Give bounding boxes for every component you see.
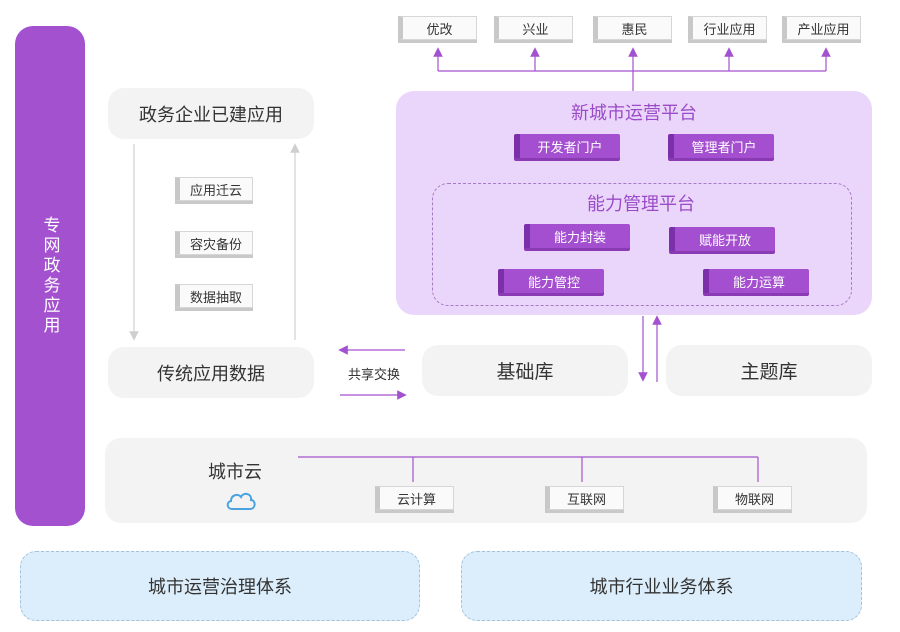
ability-platform-title: 能力管理平台 (587, 194, 695, 215)
exchange-label: 共享交换 (347, 368, 400, 383)
topic-database: 主题库 (666, 345, 872, 396)
empowerment-open: 赋能开放 (669, 227, 775, 251)
ability-control: 能力管控 (498, 269, 604, 293)
developer-portal: 开发者门户 (514, 134, 620, 158)
base-database: 基础库 (422, 345, 628, 396)
industry-business-label: 城市行业业务体系 (589, 577, 734, 598)
city-cloud-title: 城市云 (208, 462, 262, 483)
legacy-data-label: 传统应用数据 (157, 363, 265, 385)
top-tag-industry-app: 行业应用 (688, 16, 767, 40)
top-tag-huimin: 惠民 (593, 16, 672, 40)
step-data-extraction: 数据抽取 (175, 284, 253, 308)
top-tag-xingye: 兴业 (494, 16, 573, 40)
base-db-label: 基础库 (496, 361, 554, 383)
cloud-computing: 云计算 (375, 486, 454, 510)
new-city-platform-title: 新城市运营平台 (571, 103, 697, 124)
ability-encapsulation: 能力封装 (524, 224, 630, 248)
iot: 物联网 (713, 486, 792, 510)
legacy-app-data: 传统应用数据 (108, 347, 314, 398)
governance-label: 城市运营治理体系 (148, 577, 292, 598)
city-industry-business-system: 城市行业业务体系 (461, 551, 862, 621)
side-label: 专网政务应用 (39, 216, 60, 336)
internet: 互联网 (545, 486, 624, 510)
private-network-gov-apps: 专网政务应用 (15, 26, 85, 526)
step-disaster-backup: 容灾备份 (175, 231, 253, 255)
step-app-migration: 应用迁云 (175, 177, 253, 201)
ability-computing: 能力运算 (703, 269, 809, 293)
topic-db-label: 主题库 (740, 361, 798, 383)
city-operation-governance-system: 城市运营治理体系 (20, 551, 420, 621)
top-tag-youhua: 优改 (398, 16, 477, 40)
gov-apps-label: 政务企业已建应用 (139, 104, 283, 126)
manager-portal: 管理者门户 (668, 134, 774, 158)
top-tag-sector-app: 产业应用 (782, 16, 861, 40)
ability-management-platform (432, 183, 852, 306)
gov-enterprise-apps: 政务企业已建应用 (108, 88, 314, 139)
cloud-icon (226, 492, 256, 510)
